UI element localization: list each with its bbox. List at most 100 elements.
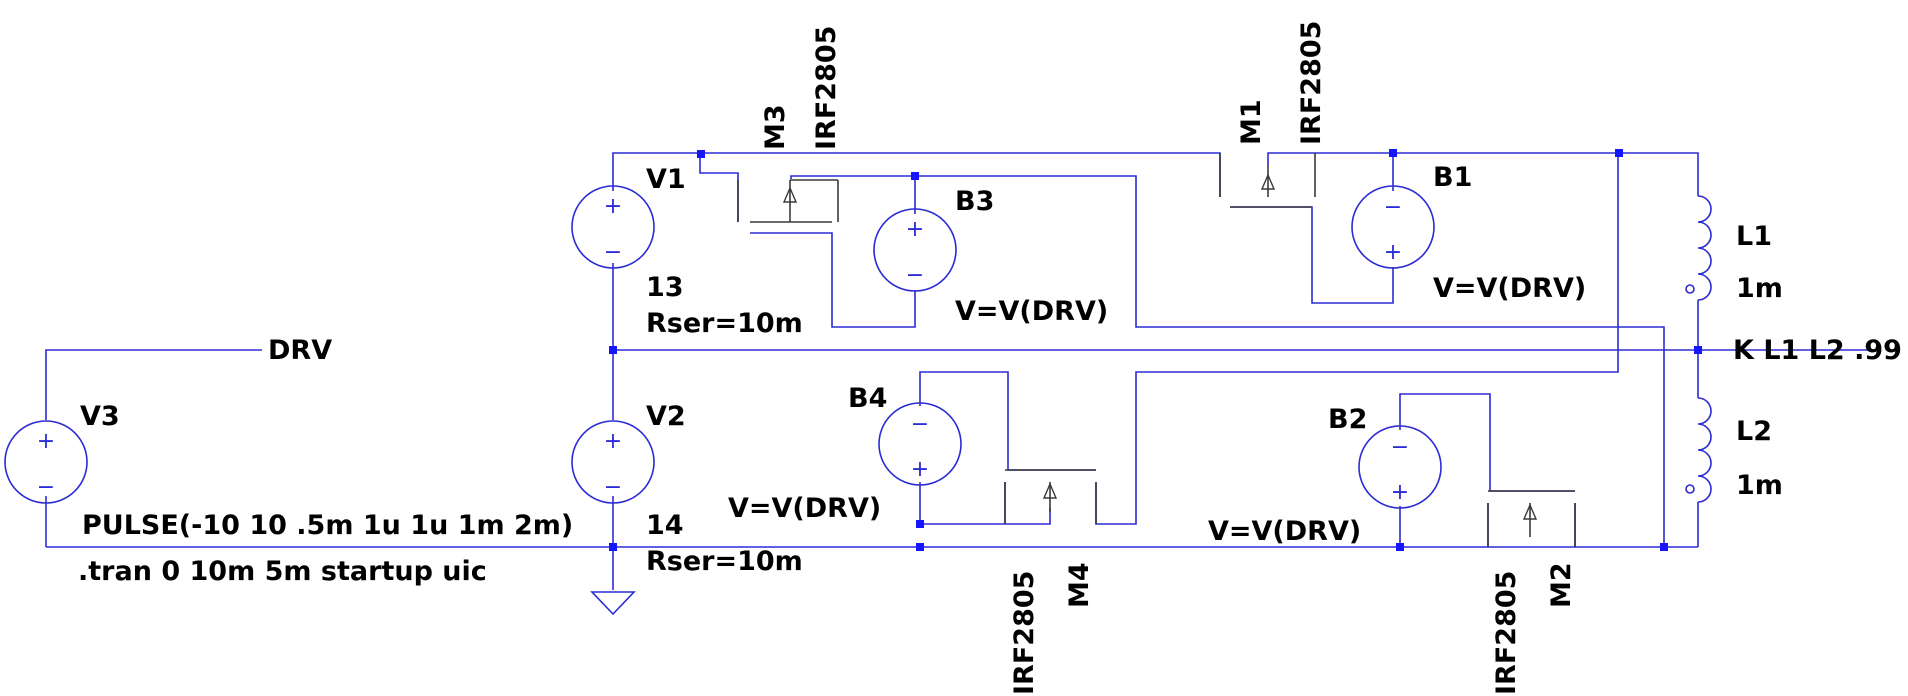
m2-arrow [1522,503,1538,520]
wire-b3-bottom-m3-gate [750,232,916,328]
v2-name: V2 [646,401,686,432]
b4-name: B4 [848,383,887,414]
junction-bottom-b4 [916,543,924,551]
wire-m3-source-cross [915,175,1665,547]
junction-mid-right [1694,346,1702,354]
m2-part: IRF2805 [1491,571,1522,695]
v3-name: V3 [80,401,120,432]
ground-symbol [590,591,636,616]
b3-name: B3 [955,186,994,217]
source-b1: − + [1351,185,1435,269]
b2-minus: − [1391,435,1409,460]
tran-directive: .tran 0 10m 5m startup uic [78,556,487,587]
wire-m1-source-rail [1267,152,1610,165]
v1-value: 13 [646,272,684,303]
source-v1: + − [571,185,655,269]
wires [45,152,1878,616]
b4-symbol [878,402,962,486]
junction-b4-m4 [916,520,924,528]
mosfet-m4 [1004,469,1097,524]
wire-m3-drain [699,153,739,222]
drv-net-label: DRV [268,335,332,366]
v1-name: V1 [646,164,686,195]
source-v3: + − [4,420,88,504]
junction-mid-left [609,346,617,354]
v1-minus: − [604,240,622,265]
b4-plus: + [911,457,929,482]
b1-symbol [1351,185,1435,269]
inductor-l2 [1685,397,1712,503]
l1-name: L1 [1736,221,1772,252]
source-b4: − + [878,402,962,486]
b3-plus: + [906,217,924,242]
b1-minus: − [1384,195,1402,220]
m3-arrow [782,186,798,203]
l2-phase-dot [1685,484,1695,494]
b2-plus: + [1391,480,1409,505]
junctions [609,149,1702,551]
wire-l1-top [1610,152,1699,196]
v2-symbol [571,420,655,504]
b4-minus: − [911,412,929,437]
b2-expr: V=V(DRV) [1208,516,1361,547]
b2-symbol [1358,425,1442,509]
b3-symbol [873,208,957,292]
v1-symbol [571,185,655,269]
wire-v1-top [612,152,700,191]
wire-b4-top-m4-gate [919,371,1096,471]
mosfet-m3 [737,179,839,223]
b2-name: B2 [1328,404,1367,435]
source-b2: − + [1358,425,1442,509]
m4-arrow [1042,482,1058,499]
m4-name: M4 [1064,562,1095,608]
m3-part: IRF2805 [811,26,842,150]
v3-plus: + [37,429,55,454]
junction-bottom-v2 [609,543,617,551]
v1-rser: Rser=10m [646,308,803,339]
b3-expr: V=V(DRV) [955,296,1108,327]
source-b3: + − [873,208,957,292]
b1-expr: V=V(DRV) [1433,273,1586,304]
inductor-l1 [1685,195,1712,301]
l2-value: 1m [1736,470,1783,501]
coupling-directive: K L1 L2 .99 [1733,335,1902,366]
b1-name: B1 [1433,162,1472,193]
m2-name: M2 [1546,562,1577,608]
v2-minus: − [604,475,622,500]
l2-coil [1697,397,1712,503]
wire-b4-bottom [919,482,1051,525]
junction-bottom-right [1660,543,1668,551]
junction-top-right [1615,149,1623,157]
wire-b2-top-m2-gate [1399,393,1575,492]
wire-m3-source-b3 [790,175,916,214]
mosfet-m2 [1487,490,1576,547]
junction-top-left [697,150,705,158]
m4-part: IRF2805 [1009,571,1040,695]
v3-minus: − [37,475,55,500]
source-v2: + − [571,420,655,504]
b4-expr: V=V(DRV) [728,493,881,524]
b3-minus: − [906,263,924,288]
l1-coil [1697,195,1712,301]
wire-b1-bottom-m1-gate [1230,206,1394,304]
v2-plus: + [604,429,622,454]
v2-rser: Rser=10m [646,546,803,577]
b1-plus: + [1384,240,1402,265]
v1-plus: + [604,194,622,219]
junction-b3-top [911,172,919,180]
labels: V1 13 Rser=10m V2 14 Rser=10m V3 PULSE(-… [78,21,1902,695]
m1-name: M1 [1236,99,1267,145]
m1-arrow [1260,173,1276,190]
v2-value: 14 [646,510,684,541]
l1-value: 1m [1736,273,1783,304]
m3-name: M3 [760,104,791,150]
m1-part: IRF2805 [1296,21,1327,145]
v3-value: PULSE(-10 10 .5m 1u 1u 1m 2m) [82,510,573,541]
v3-symbol [4,420,88,504]
wire-v3-drv [45,349,262,420]
junction-bottom-b2 [1396,543,1404,551]
l2-name: L2 [1736,416,1772,447]
mosfet-m1 [1219,153,1316,208]
junction-b1-top [1389,149,1397,157]
